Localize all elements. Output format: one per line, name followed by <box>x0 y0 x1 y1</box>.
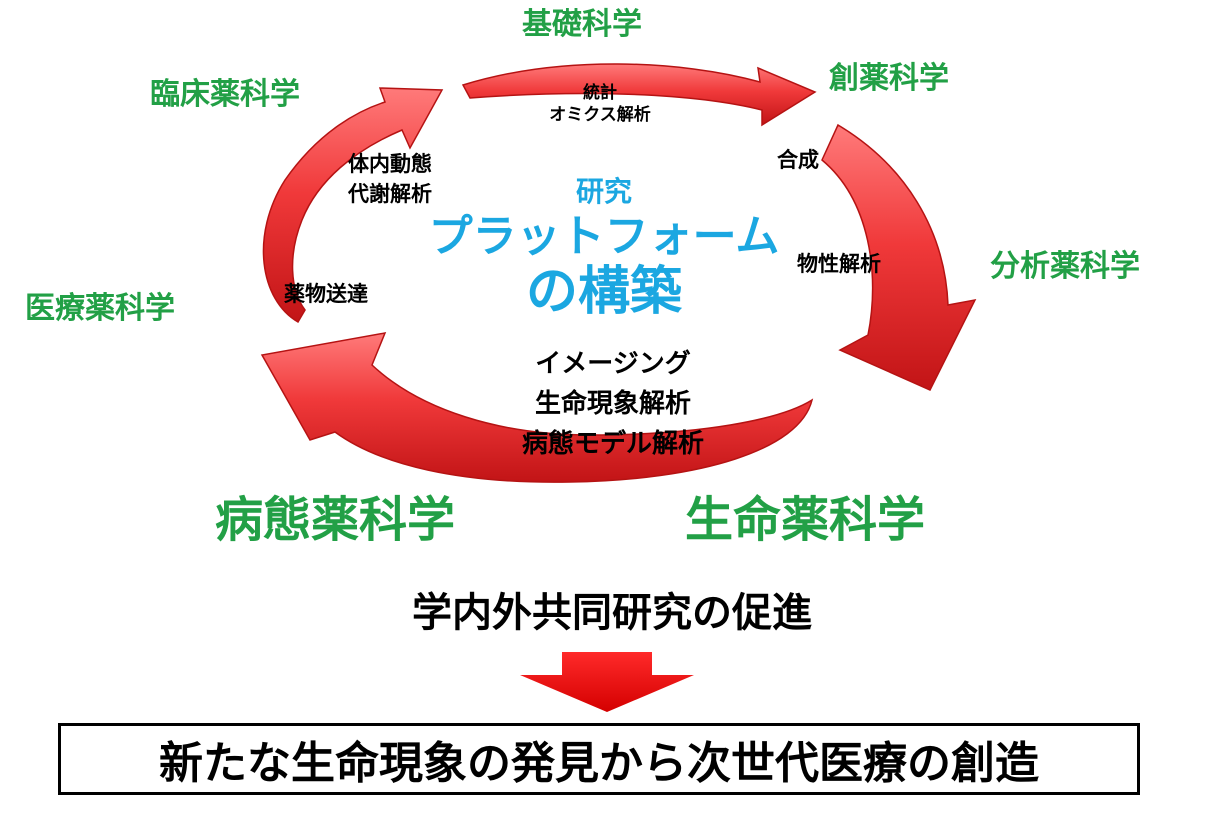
center-label-research: 研究 <box>575 175 633 208</box>
method-label-imaging: イメージング <box>535 349 691 379</box>
result-box: 新たな生命現象の発見から次世代医療の創造 <box>58 723 1140 795</box>
center-label-platform: プラットフォーム <box>428 211 780 262</box>
method-label-disease-model: 病態モデル解析 <box>521 429 705 459</box>
right-cycle-arrow <box>821 123 977 391</box>
method-label-physical-properties: 物性解析 <box>797 252 881 276</box>
field-label-medical: 医療薬科学 <box>25 291 175 326</box>
field-label-clinical: 臨床薬科学 <box>150 77 300 112</box>
promotion-text: 学内外共同研究の促進 <box>412 590 812 636</box>
result-text: 新たな生命現象の発見から次世代医療の創造 <box>159 738 1039 789</box>
bottom-cycle-arrow <box>260 332 814 483</box>
down-arrow <box>520 652 694 712</box>
left-cycle-arrow <box>262 87 444 324</box>
method-label-omics: オミクス解析 <box>549 105 651 125</box>
field-label-life: 生命薬科学 <box>685 492 926 548</box>
method-label-metabolism: 代謝解析 <box>348 182 432 206</box>
method-label-pharmacokinetics: 体内動態 <box>348 152 432 176</box>
method-label-drug-delivery: 薬物送達 <box>284 282 368 306</box>
top-cycle-arrow <box>461 63 817 127</box>
field-label-drug-discovery: 創薬科学 <box>829 61 949 96</box>
method-label-statistics: 統計 <box>583 83 617 103</box>
field-label-basic: 基礎科学 <box>522 7 642 42</box>
center-label-construction: の構築 <box>525 262 683 322</box>
field-label-pathology: 病態薬科学 <box>215 492 456 548</box>
field-label-analytical: 分析薬科学 <box>990 249 1140 284</box>
method-label-life-phenomena: 生命現象解析 <box>534 389 692 419</box>
method-label-synthesis: 合成 <box>777 148 819 172</box>
